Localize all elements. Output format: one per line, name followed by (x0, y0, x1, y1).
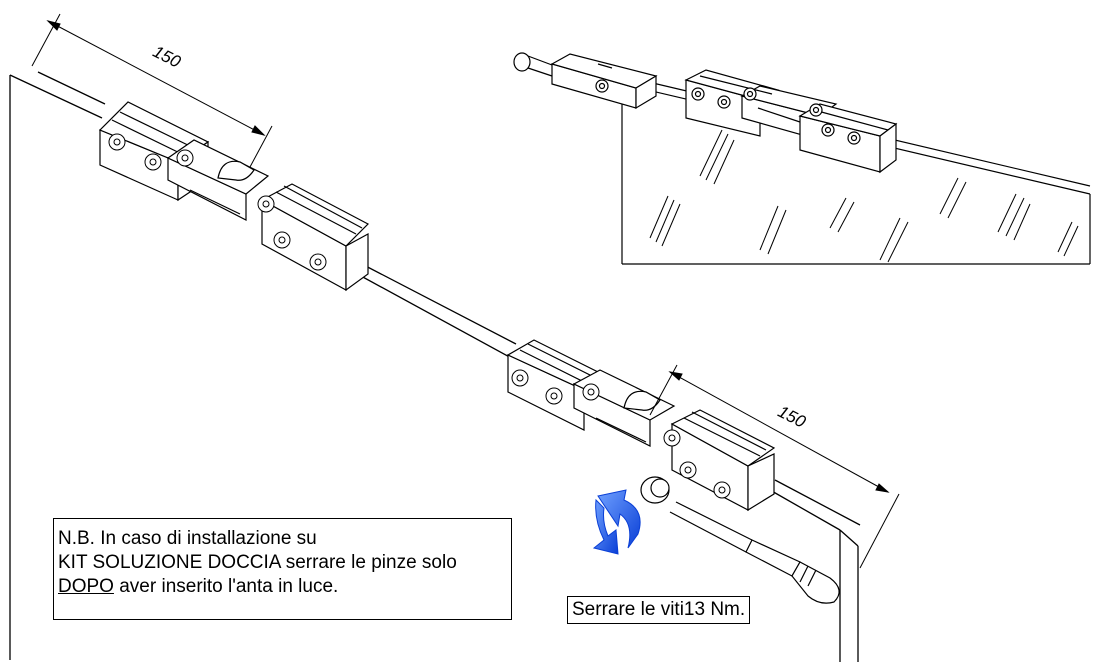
note-line-3: DOPO aver inserito l'anta in luce. (58, 575, 511, 599)
glass-panel-main (9, 71, 861, 662)
installation-note: N.B. In caso di installazione su KIT SOL… (53, 518, 512, 620)
dimension-bottom-right (649, 364, 900, 569)
note-emphasis: DOPO (58, 576, 114, 597)
rotation-arrow-icon (592, 489, 641, 555)
tool-handle (669, 501, 840, 604)
torque-label: Serrare le viti13 Nm. (567, 596, 751, 624)
screws-bottom (511, 369, 731, 499)
dimension-label-top-left: 150 (150, 42, 184, 72)
clamp-bottom (506, 339, 776, 512)
note-line-3-rest: aver inserito l'anta in luce. (113, 576, 339, 597)
dimension-top-left (31, 13, 273, 181)
dimension-label-bottom-right: 150 (775, 402, 809, 432)
note-line-2: KIT SOLUZIONE DOCCIA serrare le pinze so… (58, 552, 457, 573)
inset-view (513, 52, 1091, 265)
screws-top-left (108, 133, 327, 271)
note-line-1: N.B. In caso di installazione su (58, 528, 317, 549)
clamp-top-left (98, 101, 370, 292)
